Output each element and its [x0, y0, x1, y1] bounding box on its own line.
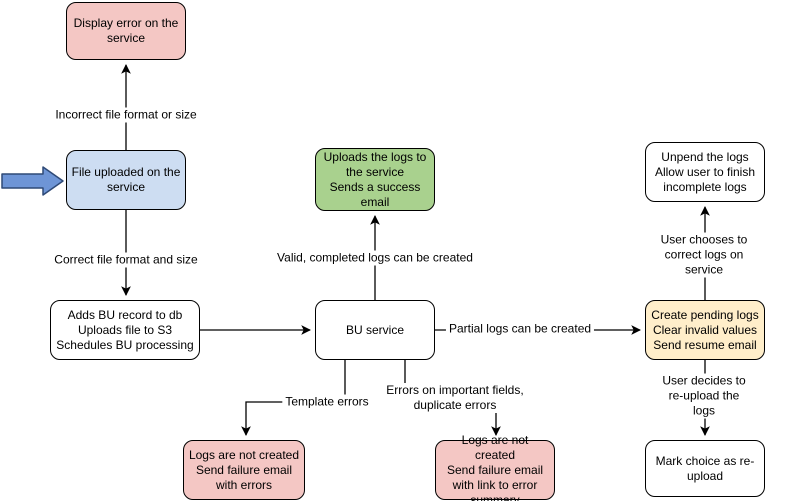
edge-label-user-corrects: User chooses to correct logs on service — [655, 232, 753, 278]
edge-label-correct-format: Correct file format and size — [51, 252, 201, 268]
edge-label-partial-logs: Partial logs can be created — [445, 321, 595, 337]
entry-arrow-icon — [1, 166, 64, 196]
node-uploads-logs-success: Uploads the logs to the service Sends a … — [315, 148, 435, 211]
node-display-error: Display error on the service — [66, 2, 186, 60]
node-adds-bu-record: Adds BU record to db Uploads file to S3 … — [50, 300, 200, 360]
node-file-uploaded: File uploaded on the service — [66, 150, 186, 210]
edge-label-user-reuploads: User decides to re-upload the logs — [655, 373, 753, 419]
node-logs-not-created-errors: Logs are not created Send failure email … — [183, 440, 305, 500]
node-unpend-logs: Unpend the logs Allow user to finish inc… — [645, 142, 765, 202]
node-mark-choice-reupload: Mark choice as re- upload — [645, 440, 765, 497]
node-logs-not-created-summary: Logs are not created Send failure email … — [435, 433, 555, 501]
edge-label-template-errors: Template errors — [282, 394, 372, 410]
node-bu-service: BU service — [315, 300, 435, 360]
edge-label-important-field-errors: Errors on important fields, duplicate er… — [383, 383, 527, 413]
edge-label-valid-logs: Valid, completed logs can be created — [274, 250, 476, 266]
edge-label-incorrect-format: Incorrect file format or size — [52, 107, 200, 123]
node-create-pending-logs: Create pending logs Clear invalid values… — [645, 300, 765, 360]
